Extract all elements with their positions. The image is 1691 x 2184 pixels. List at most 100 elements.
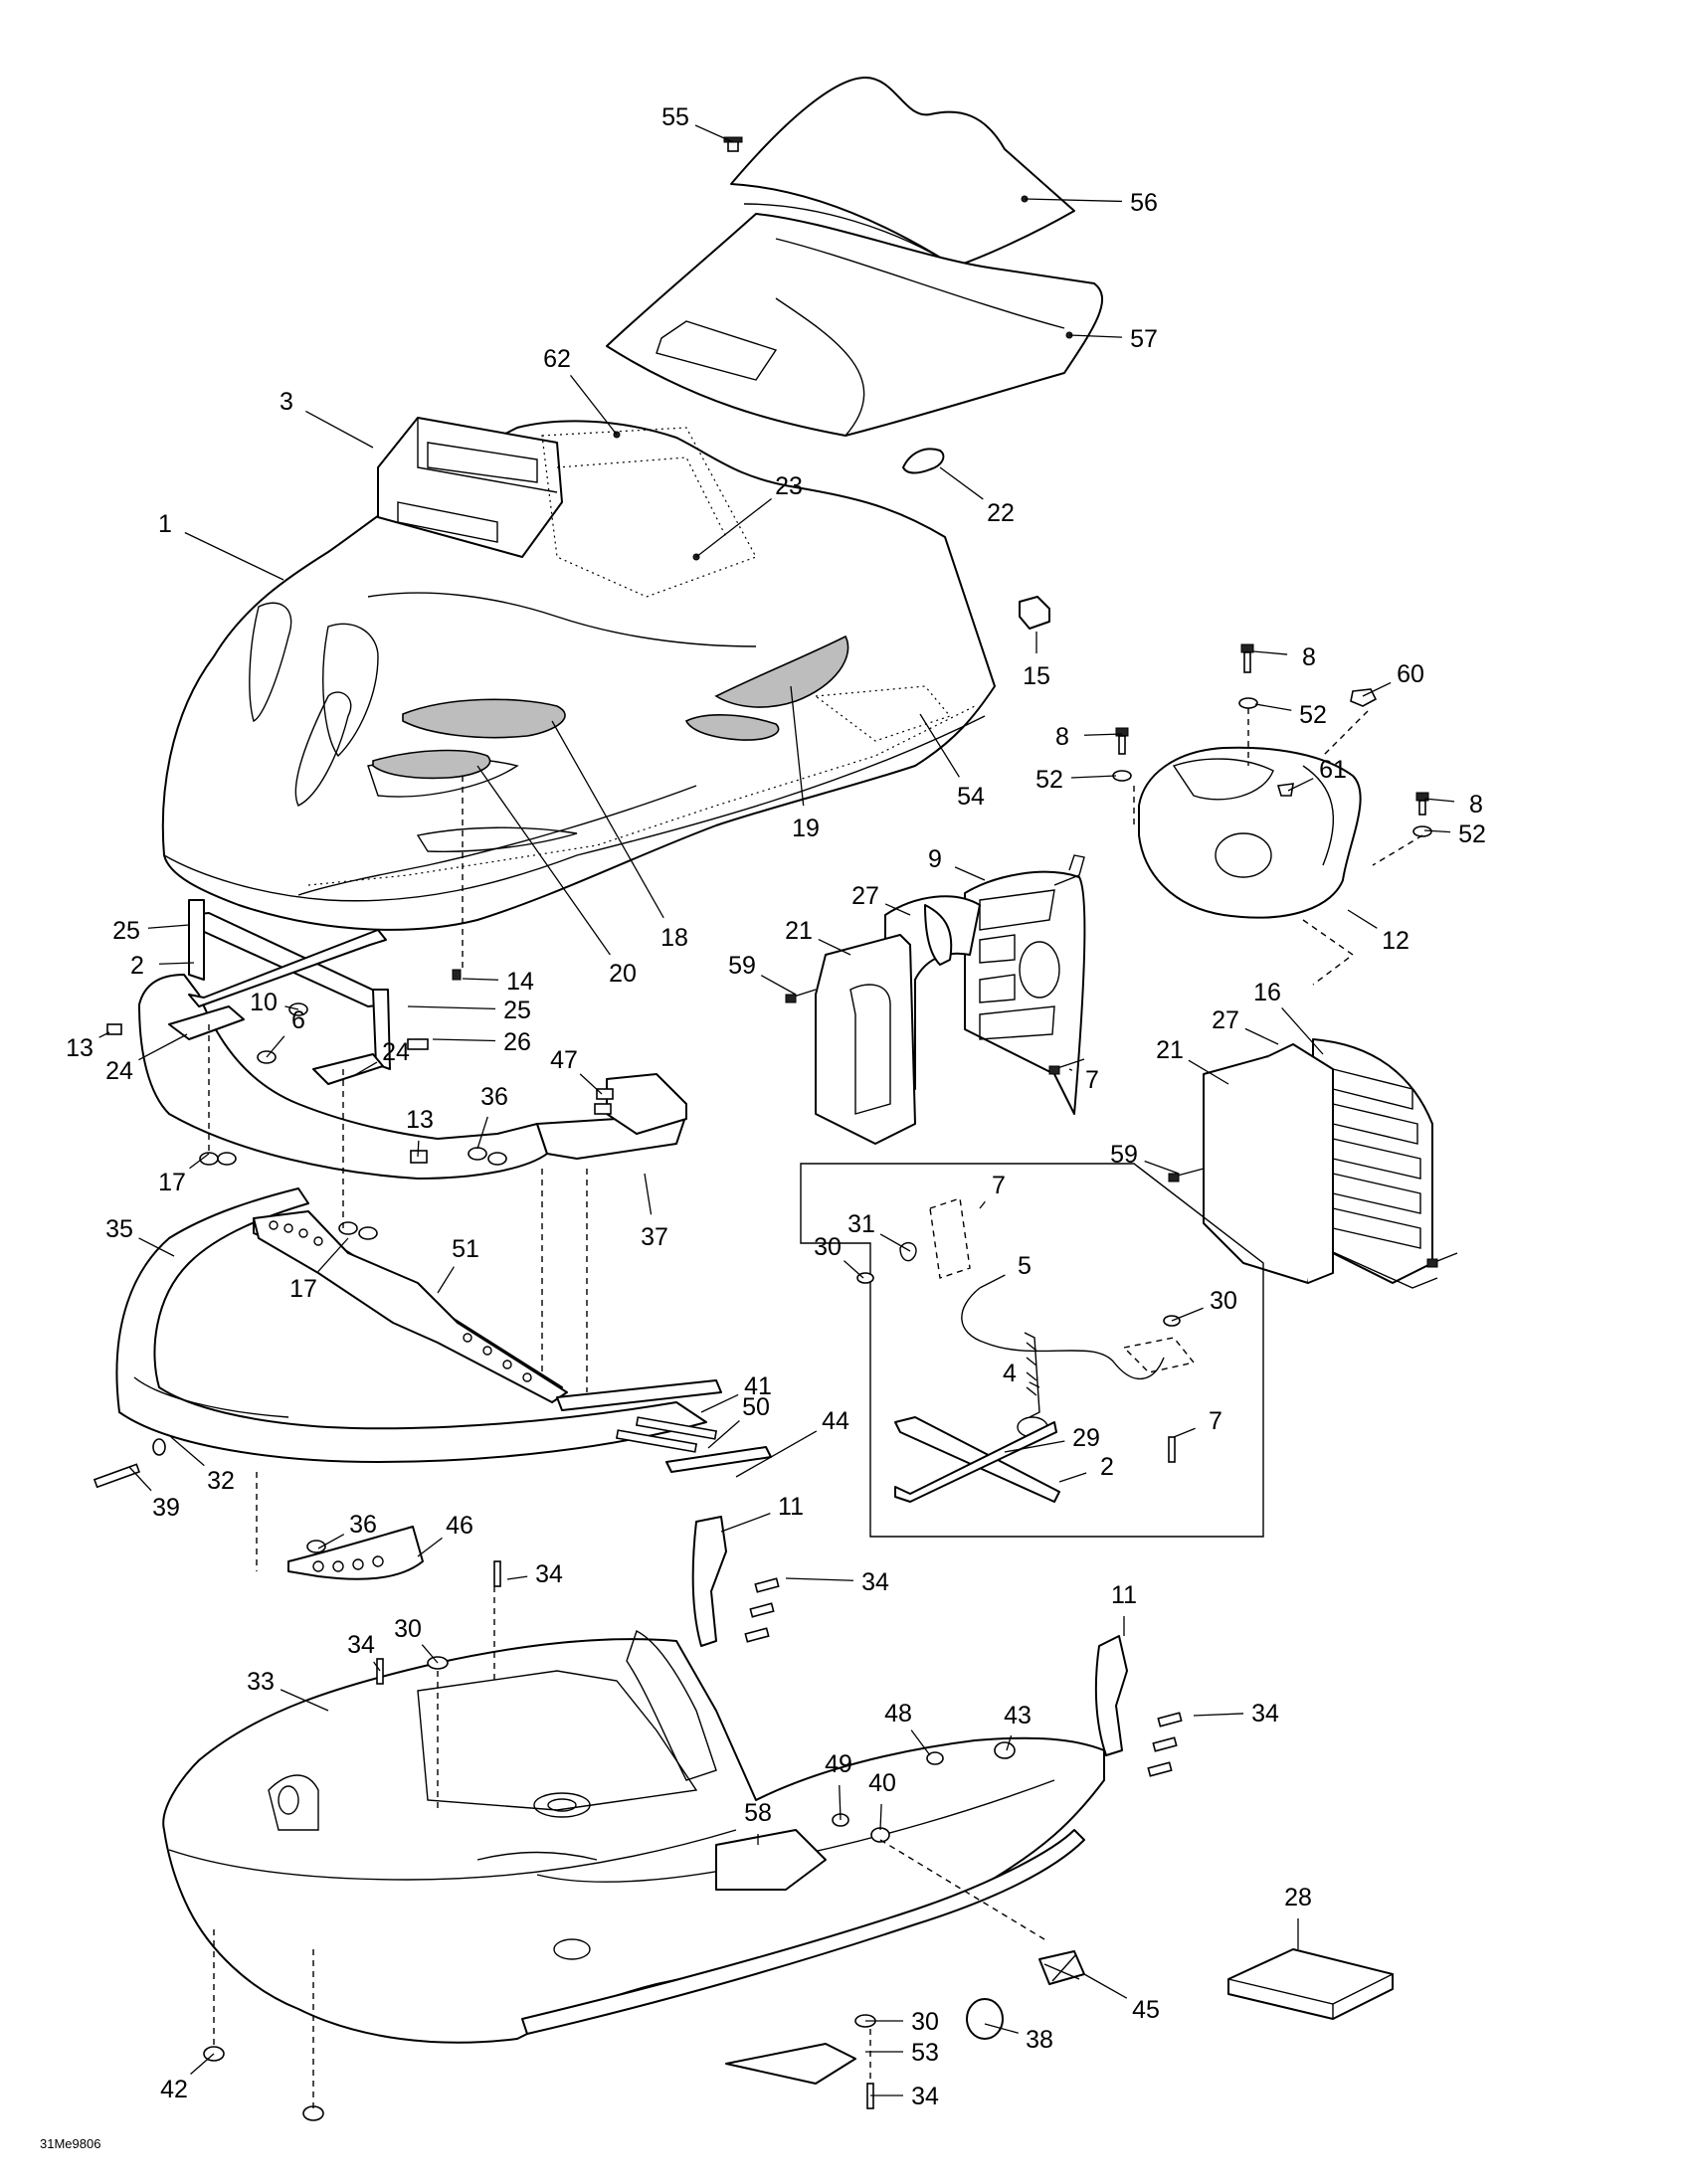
leader-line: [1083, 1973, 1128, 1999]
part-number: 25: [503, 997, 531, 1024]
part-number: 8: [1055, 723, 1069, 751]
leader-line: [551, 720, 664, 919]
callout-l11b: 11: [1111, 1581, 1137, 1636]
part-number: 58: [744, 1799, 772, 1827]
belly-pan-hardware: [203, 1656, 1016, 2121]
leader-line: [1171, 1307, 1204, 1322]
leader-line: [735, 1430, 818, 1478]
part-number: 14: [506, 968, 534, 996]
part-number: 46: [446, 1512, 473, 1540]
part-number: 4: [1003, 1360, 1017, 1387]
leader-line: [1193, 1713, 1244, 1717]
leader-line: [879, 1803, 882, 1831]
callout-l21b: 21: [1156, 1036, 1229, 1085]
part-number: 41: [744, 1372, 772, 1400]
callout-l20: 20: [476, 765, 637, 988]
leader-line: [919, 713, 960, 778]
part-number: 34: [347, 1631, 375, 1659]
callout-l18: 18: [551, 720, 688, 952]
part-number: 42: [160, 2076, 188, 2103]
leader-line: [1006, 1734, 1013, 1751]
leader-line: [818, 938, 851, 956]
callout-l4: 4: [1003, 1360, 1040, 1388]
leader-line: [184, 531, 284, 581]
callout-l7a: 7: [1068, 1066, 1099, 1094]
part-number: 36: [349, 1511, 377, 1539]
callout-l17b: 17: [289, 1237, 349, 1303]
retainer-clip: [1019, 596, 1050, 630]
callout-l61: 61: [1287, 756, 1347, 792]
part-number: 61: [1319, 756, 1347, 784]
part-number: 29: [1072, 1424, 1100, 1452]
part-number: 51: [452, 1235, 479, 1263]
leader-line: [1070, 775, 1117, 779]
callout-l43: 43: [1004, 1702, 1032, 1751]
bracket-dashed-lines: [208, 776, 588, 1397]
part-number: 7: [1085, 1066, 1099, 1094]
callout-l24a: 24: [105, 1033, 188, 1085]
part-number: 39: [152, 1494, 180, 1522]
callout-l13a: 13: [66, 1031, 110, 1062]
callout-l31: 31: [847, 1210, 911, 1252]
leader-line: [839, 1784, 842, 1821]
callout-l16: 16: [1253, 979, 1324, 1055]
callout-l52c: 52: [1423, 820, 1486, 848]
part-number: 23: [775, 472, 803, 500]
part-number: 28: [1284, 1884, 1312, 1911]
leader-line: [1188, 1059, 1229, 1085]
leader-line: [317, 1237, 349, 1273]
part-number: 33: [247, 1668, 275, 1696]
leader-line: [352, 1061, 378, 1077]
part-number: 16: [1253, 979, 1281, 1006]
part-number: 35: [105, 1215, 133, 1243]
top-cover: [606, 213, 1104, 437]
callout-l42: 42: [160, 2053, 215, 2103]
callout-l12: 12: [1347, 909, 1409, 955]
part-number: 53: [911, 2039, 939, 2067]
nuts-and-bolts: [106, 969, 614, 1240]
leader-line: [939, 466, 984, 500]
part-number: 3: [280, 388, 293, 416]
part-number: 55: [661, 103, 689, 131]
leader-line: [1024, 198, 1123, 203]
leader-line: [190, 2053, 215, 2076]
leader-line: [305, 410, 374, 449]
leader-line: [570, 374, 618, 436]
leader-line: [984, 2023, 1019, 2034]
part-number: 36: [480, 1083, 508, 1111]
callout-l40: 40: [868, 1769, 896, 1831]
part-number: 48: [884, 1700, 912, 1728]
callout-l28: 28: [1284, 1884, 1312, 1949]
part-number: 13: [406, 1106, 434, 1134]
part-number: 52: [1458, 820, 1486, 848]
part-number: 15: [1023, 662, 1050, 690]
callout-l30d: 30: [865, 2008, 939, 2036]
callout-l8c: 8: [1423, 791, 1483, 819]
callout-l39: 39: [128, 1466, 180, 1522]
callout-l46: 46: [417, 1512, 473, 1557]
part-number: 22: [987, 499, 1015, 527]
leader-line: [1004, 1440, 1065, 1453]
part-number: 34: [1251, 1700, 1279, 1728]
leader-line: [138, 1033, 188, 1061]
part-number: 12: [1382, 927, 1409, 955]
part-number: 1: [158, 510, 172, 538]
part-number: 18: [660, 924, 688, 952]
callout-l58: 58: [744, 1799, 772, 1845]
callout-l30a: 30: [814, 1233, 864, 1279]
callout-l60: 60: [1362, 660, 1424, 697]
leader-line: [266, 1035, 285, 1058]
leader-line: [170, 1436, 205, 1467]
leader-line: [128, 1466, 152, 1492]
callout-l1: 1: [158, 510, 284, 581]
callout-l47: 47: [550, 1046, 603, 1095]
leader-line: [462, 978, 499, 981]
leader-line: [979, 1274, 1006, 1289]
leader-line: [979, 1200, 986, 1209]
part-number: 25: [112, 917, 140, 945]
part-number: 62: [543, 345, 571, 373]
part-number: 7: [992, 1172, 1006, 1199]
part-number: 10: [250, 989, 278, 1016]
callout-l62: 62: [543, 345, 618, 436]
